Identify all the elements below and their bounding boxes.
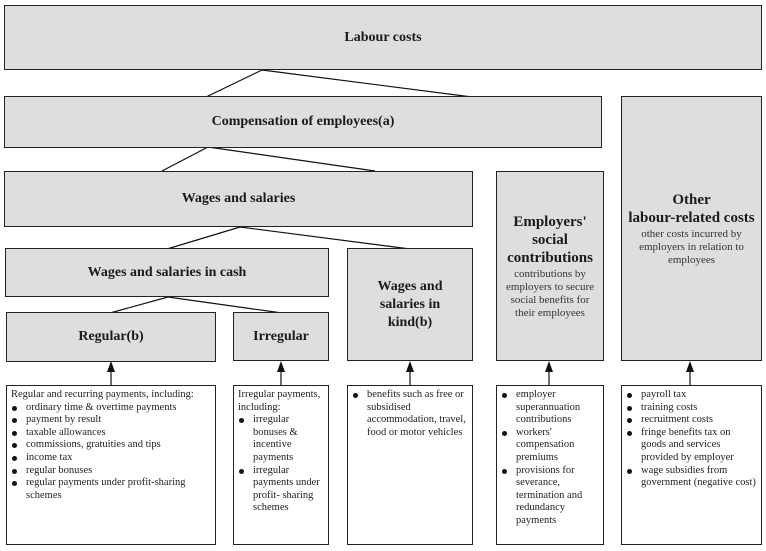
irregular-details-box: Irregular payments, including: irregular… bbox=[233, 385, 329, 545]
irregular-title: Irregular bbox=[253, 328, 309, 344]
list-item: regular payments under profit-sharing sc… bbox=[11, 477, 211, 502]
labour-costs-title: Labour costs bbox=[344, 29, 422, 45]
list-item: irregular bonuses & incentive payments bbox=[238, 414, 324, 464]
social-contributions-box: Employers' social contributions contribu… bbox=[496, 171, 604, 361]
wages-cash-title: Wages and salaries in cash bbox=[87, 264, 247, 280]
list-item: payment by result bbox=[11, 414, 211, 427]
in-kind-details-box: benefits such as free or subsidised acco… bbox=[347, 385, 473, 545]
other-costs-title-line2: labour-related costs bbox=[628, 209, 755, 226]
list-item: commissions, gratuities and tips bbox=[11, 439, 211, 452]
regular-box: Regular(b) bbox=[6, 312, 216, 362]
regular-details-intro: Regular and recurring payments, includin… bbox=[11, 389, 194, 400]
list-item: benefits such as free or subsidised acco… bbox=[352, 389, 468, 439]
list-item: employer superannuation contributions bbox=[501, 389, 599, 427]
social-details-list: employer superannuation contributions wo… bbox=[501, 389, 599, 528]
wages-salaries-box: Wages and salaries bbox=[4, 171, 473, 227]
list-item: training costs bbox=[626, 402, 757, 415]
list-item: wage subsidies from government (negative… bbox=[626, 465, 757, 490]
regular-details-box: Regular and recurring payments, includin… bbox=[6, 385, 216, 545]
social-details-box: employer superannuation contributions wo… bbox=[496, 385, 604, 545]
labour-costs-box: Labour costs bbox=[4, 5, 762, 70]
compensation-box: Compensation of employees(a) bbox=[4, 96, 602, 148]
social-contributions-title: Employers' social contributions bbox=[507, 213, 593, 266]
wages-salaries-title: Wages and salaries bbox=[181, 191, 296, 206]
other-details-list: payroll tax training costs recruitment c… bbox=[626, 389, 757, 490]
list-item: recruitment costs bbox=[626, 414, 757, 427]
list-item: provisions for severance, termination an… bbox=[501, 465, 599, 528]
list-item: irregular payments under profit- sharing… bbox=[238, 465, 324, 515]
list-item: fringe benefits tax on goods and service… bbox=[626, 427, 757, 465]
wages-cash-box: Wages and salaries in cash bbox=[5, 248, 329, 297]
list-item: ordinary time & overtime payments bbox=[11, 402, 211, 415]
list-item: regular bonuses bbox=[11, 465, 211, 478]
list-item: taxable allowances bbox=[11, 427, 211, 440]
other-details-box: payroll tax training costs recruitment c… bbox=[621, 385, 762, 545]
in-kind-details-list: benefits such as free or subsidised acco… bbox=[352, 389, 468, 439]
irregular-details-list: irregular bonuses & incentive payments i… bbox=[238, 414, 324, 515]
other-costs-description: other costs incurred by employers in rel… bbox=[639, 227, 744, 266]
regular-title: Regular(b) bbox=[78, 329, 144, 344]
other-labour-costs-box: Other labour-related costs other costs i… bbox=[621, 96, 762, 361]
irregular-details-intro: Irregular payments, including: bbox=[238, 389, 321, 413]
wages-kind-box: Wages and salaries in kind(b) bbox=[347, 248, 473, 361]
list-item: income tax bbox=[11, 452, 211, 465]
list-item: payroll tax bbox=[626, 389, 757, 402]
social-contributions-description: contributions by employers to secure soc… bbox=[506, 267, 594, 319]
list-item: workers' compensation premiums bbox=[501, 427, 599, 465]
other-costs-title-line1: Other bbox=[672, 191, 711, 208]
compensation-title: Compensation of employees(a) bbox=[211, 114, 395, 129]
regular-details-list: ordinary time & overtime payments paymen… bbox=[11, 402, 211, 503]
wages-kind-title: Wages and salaries in kind(b) bbox=[377, 278, 443, 330]
irregular-box: Irregular bbox=[233, 312, 329, 361]
